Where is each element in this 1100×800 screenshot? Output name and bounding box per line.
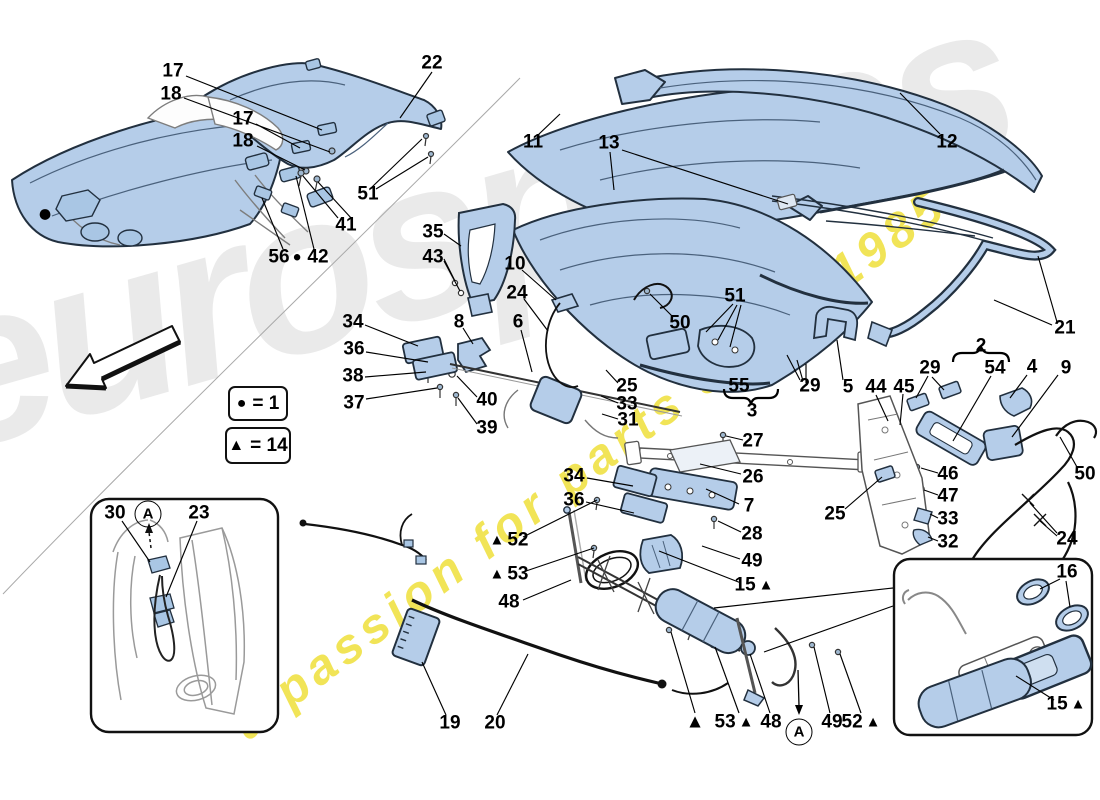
left-panel-linkage xyxy=(59,94,309,246)
detail-box-a xyxy=(89,497,280,734)
bracket-5 xyxy=(812,305,859,342)
hinge-plates-lower xyxy=(612,464,669,524)
dot-symbol: ● xyxy=(236,394,247,412)
direction-arrow xyxy=(65,325,182,391)
actuator-assembly xyxy=(563,506,797,707)
header-rail-group xyxy=(906,380,1098,599)
detail-a-pointer xyxy=(795,669,803,715)
detail-box-motor xyxy=(892,557,1094,737)
dot-quantity-label: = 1 xyxy=(252,392,280,414)
trim-strip-bracket xyxy=(614,69,666,105)
triangle-symbol: ▲ xyxy=(228,436,245,454)
grommet-rings xyxy=(1016,578,1089,632)
bracket-35 xyxy=(451,202,517,317)
front-bow-rail xyxy=(624,440,875,473)
mount-plate-cluster xyxy=(646,439,741,511)
left-panel-hinges xyxy=(55,58,446,247)
group-braces xyxy=(722,344,1011,405)
right-frame-assembly xyxy=(857,395,933,555)
release-cable xyxy=(545,302,579,388)
legend-dot-quantity: ● = 1 xyxy=(228,386,288,421)
leader-lines xyxy=(183,71,1078,716)
lock-assembly xyxy=(503,375,619,439)
triangle-quantity-label: = 14 xyxy=(250,434,288,456)
background-swoosh-line xyxy=(2,77,521,595)
wiring-harness xyxy=(299,513,729,695)
weatherstrip-seals xyxy=(771,193,1057,348)
main-cable xyxy=(411,598,659,685)
cable-50 xyxy=(633,283,673,309)
panel-rib-lines xyxy=(29,80,1037,316)
trim-strip xyxy=(639,68,1043,193)
legend-triangle-quantity: ▲ = 14 xyxy=(225,427,291,464)
ecu-module xyxy=(391,607,441,667)
latch-row xyxy=(645,305,859,368)
